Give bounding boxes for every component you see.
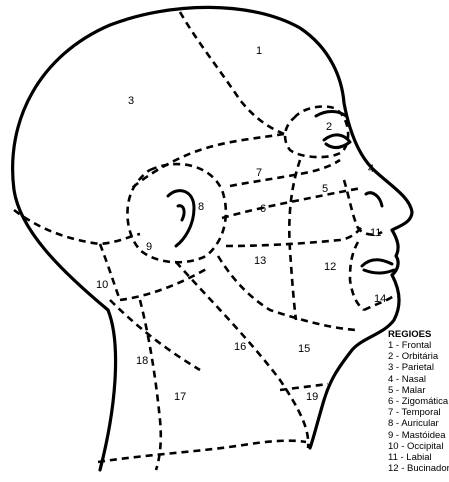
region-label-15: 15 — [298, 343, 310, 355]
eye-shape — [322, 133, 352, 150]
regions-legend: REGIÕES 1 - Frontal 2 - Orbitária 3 - Pa… — [388, 330, 449, 482]
region-label-17: 17 — [174, 391, 186, 403]
nostril-shape — [364, 191, 384, 208]
legend-item-3: 3 - Parietal — [388, 362, 434, 374]
region-label-1: 1 — [256, 45, 262, 57]
region-label-13: 13 — [254, 255, 266, 267]
legend-item-12: 12 - Bucinador — [388, 463, 449, 475]
region-label-6: 6 — [260, 203, 266, 215]
region-label-12: 12 — [324, 261, 336, 273]
legend-item-9: 9 - Mastóidea — [388, 429, 446, 441]
lips-shape — [360, 258, 396, 275]
legend-title: REGIÕES — [388, 330, 432, 340]
legend-item-1: 1 - Frontal — [388, 340, 432, 351]
region-label-19: 19 — [306, 391, 318, 403]
region-label-14: 14 — [374, 293, 386, 305]
region-numbers: 1 2 3 4 5 6 7 8 9 10 11 12 13 14 15 16 1… — [96, 45, 386, 403]
region-label-9: 9 — [146, 241, 152, 253]
region-label-10: 10 — [96, 279, 108, 291]
region-label-4: 4 — [368, 163, 374, 175]
legend-item-6: 6 - Zigomática — [388, 396, 449, 408]
legend-item-11: 11 - Labial — [388, 452, 432, 464]
region-label-18: 18 — [136, 355, 148, 367]
region-label-11: 11 — [370, 227, 381, 239]
legend-item-7: 7 - Temporal — [388, 407, 441, 419]
region-label-5: 5 — [322, 183, 328, 195]
head-outline — [11, 5, 414, 450]
region-label-3: 3 — [128, 95, 134, 107]
region-label-8: 8 — [198, 201, 204, 213]
region-boundaries — [13, 11, 397, 471]
ear-shape — [166, 189, 196, 248]
region-label-7: 7 — [256, 167, 262, 179]
eyebrow-shape — [314, 110, 348, 118]
legend-item-5: 5 - Malar — [388, 384, 426, 396]
legend-item-8: 8 - Auricular — [388, 418, 439, 430]
region-label-16: 16 — [234, 341, 246, 353]
region-label-2: 2 — [326, 121, 332, 133]
legend-item-10: 10 - Occipital — [388, 440, 444, 452]
neck-outline — [98, 308, 118, 472]
legend-item-4: 4 - Nasal — [388, 373, 427, 385]
legend-item-2: 2 - Orbitária — [388, 351, 439, 363]
